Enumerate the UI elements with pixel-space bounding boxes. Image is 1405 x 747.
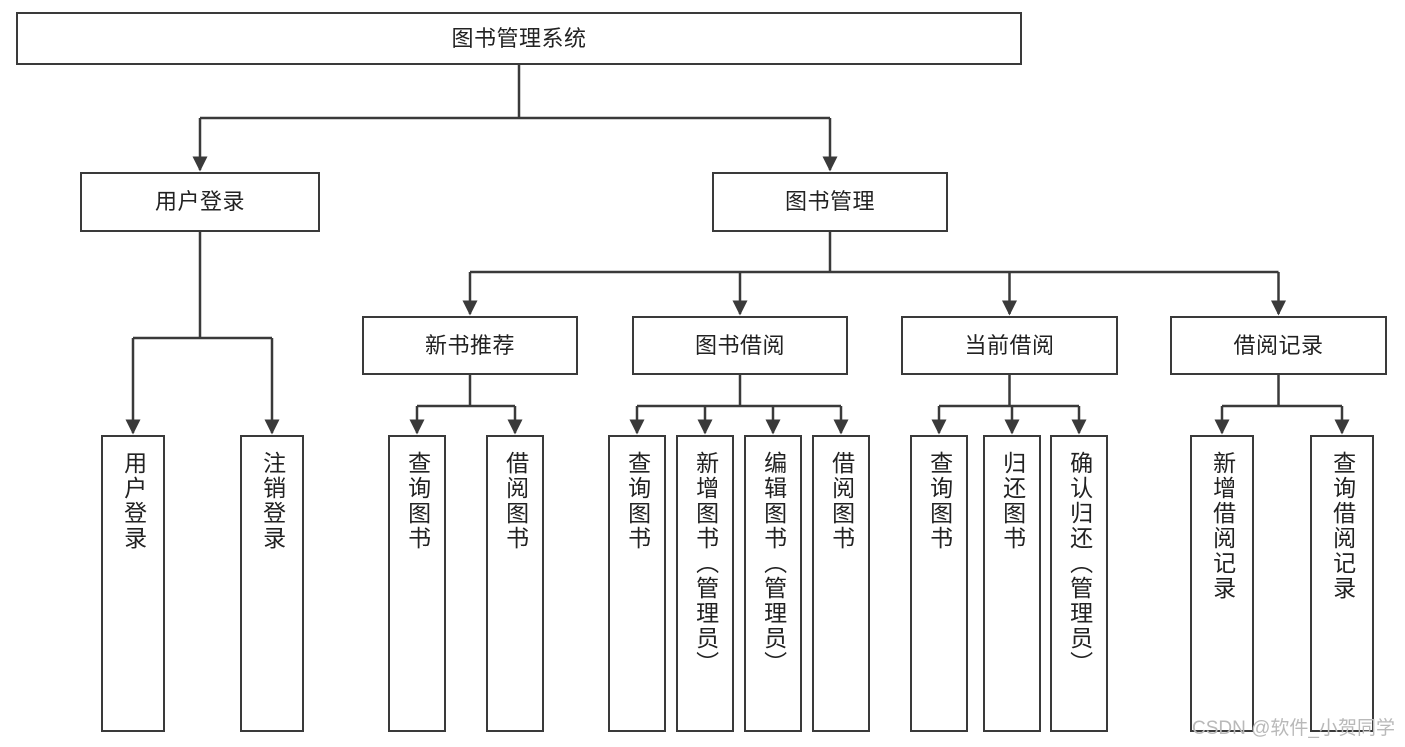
node-label: 注销登录 — [259, 451, 286, 551]
node-label: 新增借阅记录 — [1209, 451, 1236, 601]
node-leaf-注销登录[interactable]: 注销登录 — [240, 435, 304, 732]
node-leaf-查询图书[interactable]: 查询图书 — [388, 435, 446, 732]
node-leaf-查询图书[interactable]: 查询图书 — [608, 435, 666, 732]
node-label: 查询图书 — [926, 451, 953, 551]
node-l3-图书借阅[interactable]: 图书借阅 — [632, 316, 848, 375]
node-label: 图书管理 — [784, 189, 875, 215]
node-leaf-新增图书管理员[interactable]: 新增图书（管理员） — [676, 435, 734, 732]
node-label: 新增图书（管理员） — [692, 451, 719, 676]
node-l3-当前借阅[interactable]: 当前借阅 — [901, 316, 1118, 375]
node-label: 编辑图书（管理员） — [760, 451, 787, 676]
node-root-图书管理系统[interactable]: 图书管理系统 — [16, 12, 1022, 65]
node-label: 借阅记录 — [1233, 332, 1324, 358]
node-label: 当前借阅 — [964, 332, 1055, 358]
node-l3-借阅记录[interactable]: 借阅记录 — [1170, 316, 1387, 375]
node-l2-用户登录[interactable]: 用户登录 — [80, 172, 320, 232]
node-label: 图书管理系统 — [451, 25, 587, 51]
csdn-watermark: CSDN @软件_小贺同学 — [1192, 718, 1395, 739]
node-label: 归还图书 — [999, 451, 1026, 551]
node-label: 查询图书 — [624, 451, 651, 551]
node-leaf-新增借阅记录[interactable]: 新增借阅记录 — [1190, 435, 1254, 732]
node-l3-新书推荐[interactable]: 新书推荐 — [362, 316, 578, 375]
node-leaf-借阅图书[interactable]: 借阅图书 — [812, 435, 870, 732]
node-leaf-归还图书[interactable]: 归还图书 — [983, 435, 1041, 732]
node-label: 用户登录 — [120, 451, 147, 551]
node-leaf-用户登录[interactable]: 用户登录 — [101, 435, 165, 732]
node-leaf-编辑图书管理员[interactable]: 编辑图书（管理员） — [744, 435, 802, 732]
node-label: 借阅图书 — [828, 451, 855, 551]
node-label: 图书借阅 — [694, 332, 785, 358]
node-leaf-查询借阅记录[interactable]: 查询借阅记录 — [1310, 435, 1374, 732]
node-label: 查询图书 — [404, 451, 431, 551]
node-label: 新书推荐 — [424, 332, 515, 358]
node-leaf-借阅图书[interactable]: 借阅图书 — [486, 435, 544, 732]
node-leaf-确认归还管理员[interactable]: 确认归还（管理员） — [1050, 435, 1108, 732]
node-label: 借阅图书 — [502, 451, 529, 551]
node-label: 确认归还（管理员） — [1066, 451, 1093, 676]
node-label: 查询借阅记录 — [1329, 451, 1356, 601]
node-leaf-查询图书[interactable]: 查询图书 — [910, 435, 968, 732]
node-l2-图书管理[interactable]: 图书管理 — [712, 172, 948, 232]
node-label: 用户登录 — [154, 189, 245, 215]
